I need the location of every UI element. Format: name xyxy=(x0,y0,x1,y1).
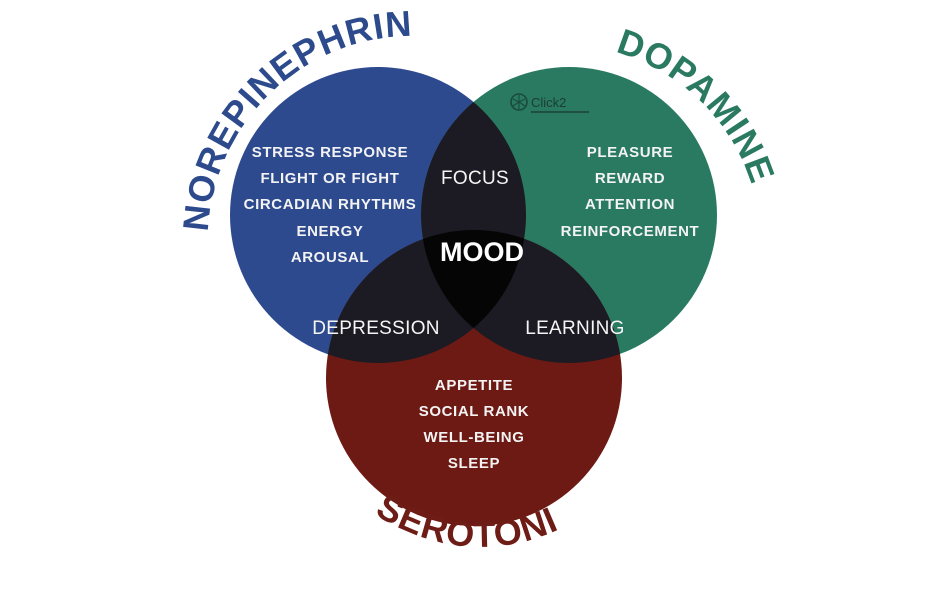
mood-label: MOOD xyxy=(440,237,524,267)
norepinephrine-item: ENERGY xyxy=(297,223,364,240)
learning-label: LEARNING xyxy=(525,318,625,339)
click2-logo-icon xyxy=(510,93,528,111)
norepinephrine-item: STRESS RESPONSE xyxy=(252,144,409,161)
click2-logo-text: Click2 xyxy=(531,95,566,110)
focus-label: FOCUS xyxy=(441,168,509,189)
click2-logo: Click2 xyxy=(510,93,589,113)
serotonin-item: SLEEP xyxy=(448,455,500,472)
dopamine-item: REINFORCEMENT xyxy=(561,223,700,240)
norepinephrine-item: AROUSAL xyxy=(291,249,369,266)
dopamine-item: REWARD xyxy=(595,170,665,187)
overlap-dopamine-serotonin xyxy=(421,230,622,363)
norepinephrine-item: FLIGHT OR FIGHT xyxy=(261,170,400,187)
dopamine-item: PLEASURE xyxy=(587,144,673,161)
serotonin-item: SOCIAL RANK xyxy=(419,403,530,420)
dopamine-item: ATTENTION xyxy=(585,196,675,213)
depression-label: DEPRESSION xyxy=(312,318,440,339)
serotonin-item: WELL-BEING xyxy=(424,429,525,446)
overlap-norepinephrine-serotonin xyxy=(326,230,526,363)
norepinephrine-item: CIRCADIAN RHYTHMS xyxy=(244,196,417,213)
serotonin-item: APPETITE xyxy=(435,377,513,394)
